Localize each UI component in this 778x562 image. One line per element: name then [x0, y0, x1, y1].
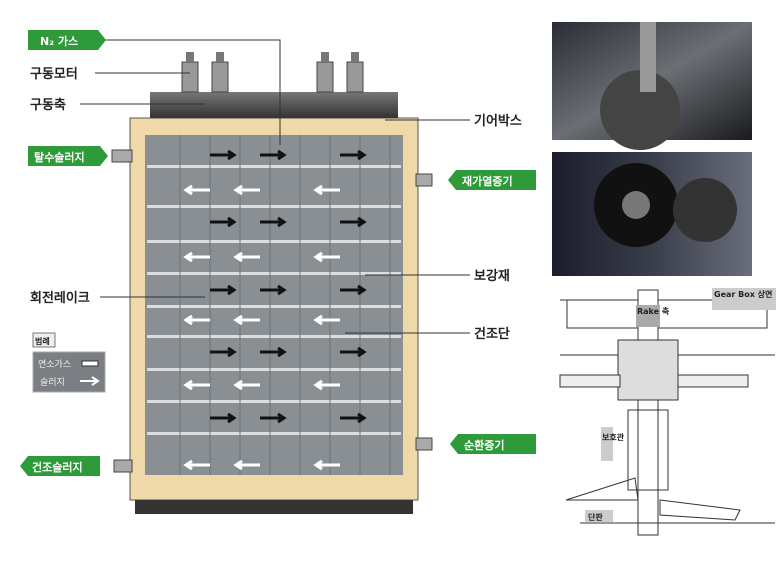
circulating-steam-label: 순환증기	[464, 438, 504, 452]
drying-stage-label: 건조단	[474, 326, 510, 342]
motor-unit	[316, 52, 334, 93]
sludge-flow-arrows	[183, 149, 367, 471]
sludge-arrow	[260, 284, 287, 296]
legend-sludge: 슬러지	[40, 377, 65, 388]
n2-gas-tag: N₂ 가스	[28, 30, 106, 50]
sludge-arrow	[210, 346, 237, 358]
legend: 범례 연소가스 슬러지	[32, 332, 106, 393]
reheat-pipe	[415, 173, 433, 187]
legend-combustion-gas: 연소가스	[38, 359, 71, 370]
drive-shaft-label: 구동축	[30, 97, 66, 113]
rotating-rake-label: 회전레이크	[30, 290, 90, 306]
sludge-arrow	[233, 314, 260, 326]
sludge-arrow	[313, 459, 340, 471]
drying-stage-shelf	[147, 335, 401, 338]
gearbox-photo-detail	[600, 22, 680, 150]
sludge-arrow	[183, 184, 210, 196]
outlet-pipe	[113, 459, 133, 473]
dewatered-sludge-tag: 탈수슬러지	[28, 146, 108, 166]
protective-tube-callout: 보호관	[601, 427, 625, 461]
gearbox-label: 기어박스	[474, 113, 522, 129]
sludge-arrow	[210, 149, 237, 161]
sludge-arrow	[183, 459, 210, 471]
sludge-arrow	[260, 216, 287, 228]
sludge-arrow	[260, 346, 287, 358]
sludge-arrow	[340, 216, 367, 228]
motor-unit	[211, 52, 229, 93]
sludge-arrow-icon	[80, 376, 100, 386]
rake-shaft-drawing	[559, 289, 775, 536]
gas-arrow-icon	[81, 360, 99, 367]
drying-stage-shelf	[147, 240, 401, 243]
flange-photo-detail	[594, 163, 737, 247]
drying-stage-shelf	[147, 368, 401, 371]
dewatered-sludge-label: 탈수슬러지	[34, 150, 85, 164]
dried-sludge-tag: 건조슬러지	[20, 456, 100, 476]
sludge-arrow	[183, 251, 210, 263]
sludge-arrow	[183, 314, 210, 326]
sludge-arrow	[313, 184, 340, 196]
sludge-arrow	[340, 284, 367, 296]
sludge-arrow	[340, 346, 367, 358]
sludge-arrow	[233, 379, 260, 391]
leader-lines	[80, 39, 470, 334]
gearbox	[150, 92, 398, 118]
sludge-arrow	[260, 412, 287, 424]
reinforcement-label: 보강재	[474, 268, 510, 284]
sludge-arrow	[340, 412, 367, 424]
vessel-base	[135, 500, 413, 514]
rake-shaft-label: Rake 축	[637, 306, 670, 316]
gearbox-top-label: Gear Box 상면	[714, 289, 772, 299]
circulating-steam-tag: 순환증기	[450, 434, 536, 454]
motor-unit	[181, 52, 199, 93]
gearbox-top-callout: Gear Box 상면	[712, 288, 776, 310]
drying-stage-shelf	[147, 400, 401, 403]
sludge-arrow	[260, 149, 287, 161]
sludge-arrow	[313, 314, 340, 326]
sludge-arrow	[210, 284, 237, 296]
dried-sludge-label: 건조슬러지	[32, 460, 83, 474]
sludge-arrow	[210, 412, 237, 424]
drive-motor-label: 구동모터	[30, 66, 78, 82]
end-plate-callout: 단판	[585, 510, 613, 522]
reheat-steam-label: 재가열증기	[462, 174, 513, 188]
steam-pipe	[415, 437, 433, 451]
sludge-arrow	[233, 184, 260, 196]
sludge-arrow	[313, 251, 340, 263]
sludge-arrow	[183, 379, 210, 391]
protective-tube-label: 보호관	[602, 432, 625, 442]
drive-motors	[181, 52, 364, 93]
motor-unit	[346, 52, 364, 93]
legend-title: 범례	[35, 336, 50, 346]
end-plate-label: 단판	[588, 512, 603, 522]
drying-stage-shelf	[147, 165, 401, 168]
sludge-arrow	[210, 216, 237, 228]
sludge-arrow	[233, 251, 260, 263]
sludge-arrow	[233, 459, 260, 471]
drying-stage-shelf	[147, 272, 401, 275]
n2-gas-label: N₂ 가스	[40, 34, 78, 48]
inlet-pipe	[111, 149, 133, 163]
rake-shaft-callout: Rake 축	[636, 305, 670, 327]
sludge-arrow	[340, 149, 367, 161]
drying-stage-shelf	[147, 205, 401, 208]
drying-stage-shelf	[147, 305, 401, 308]
sludge-arrow	[313, 379, 340, 391]
drying-stage-shelf	[147, 432, 401, 435]
reheat-steam-tag: 재가열증기	[448, 170, 536, 190]
